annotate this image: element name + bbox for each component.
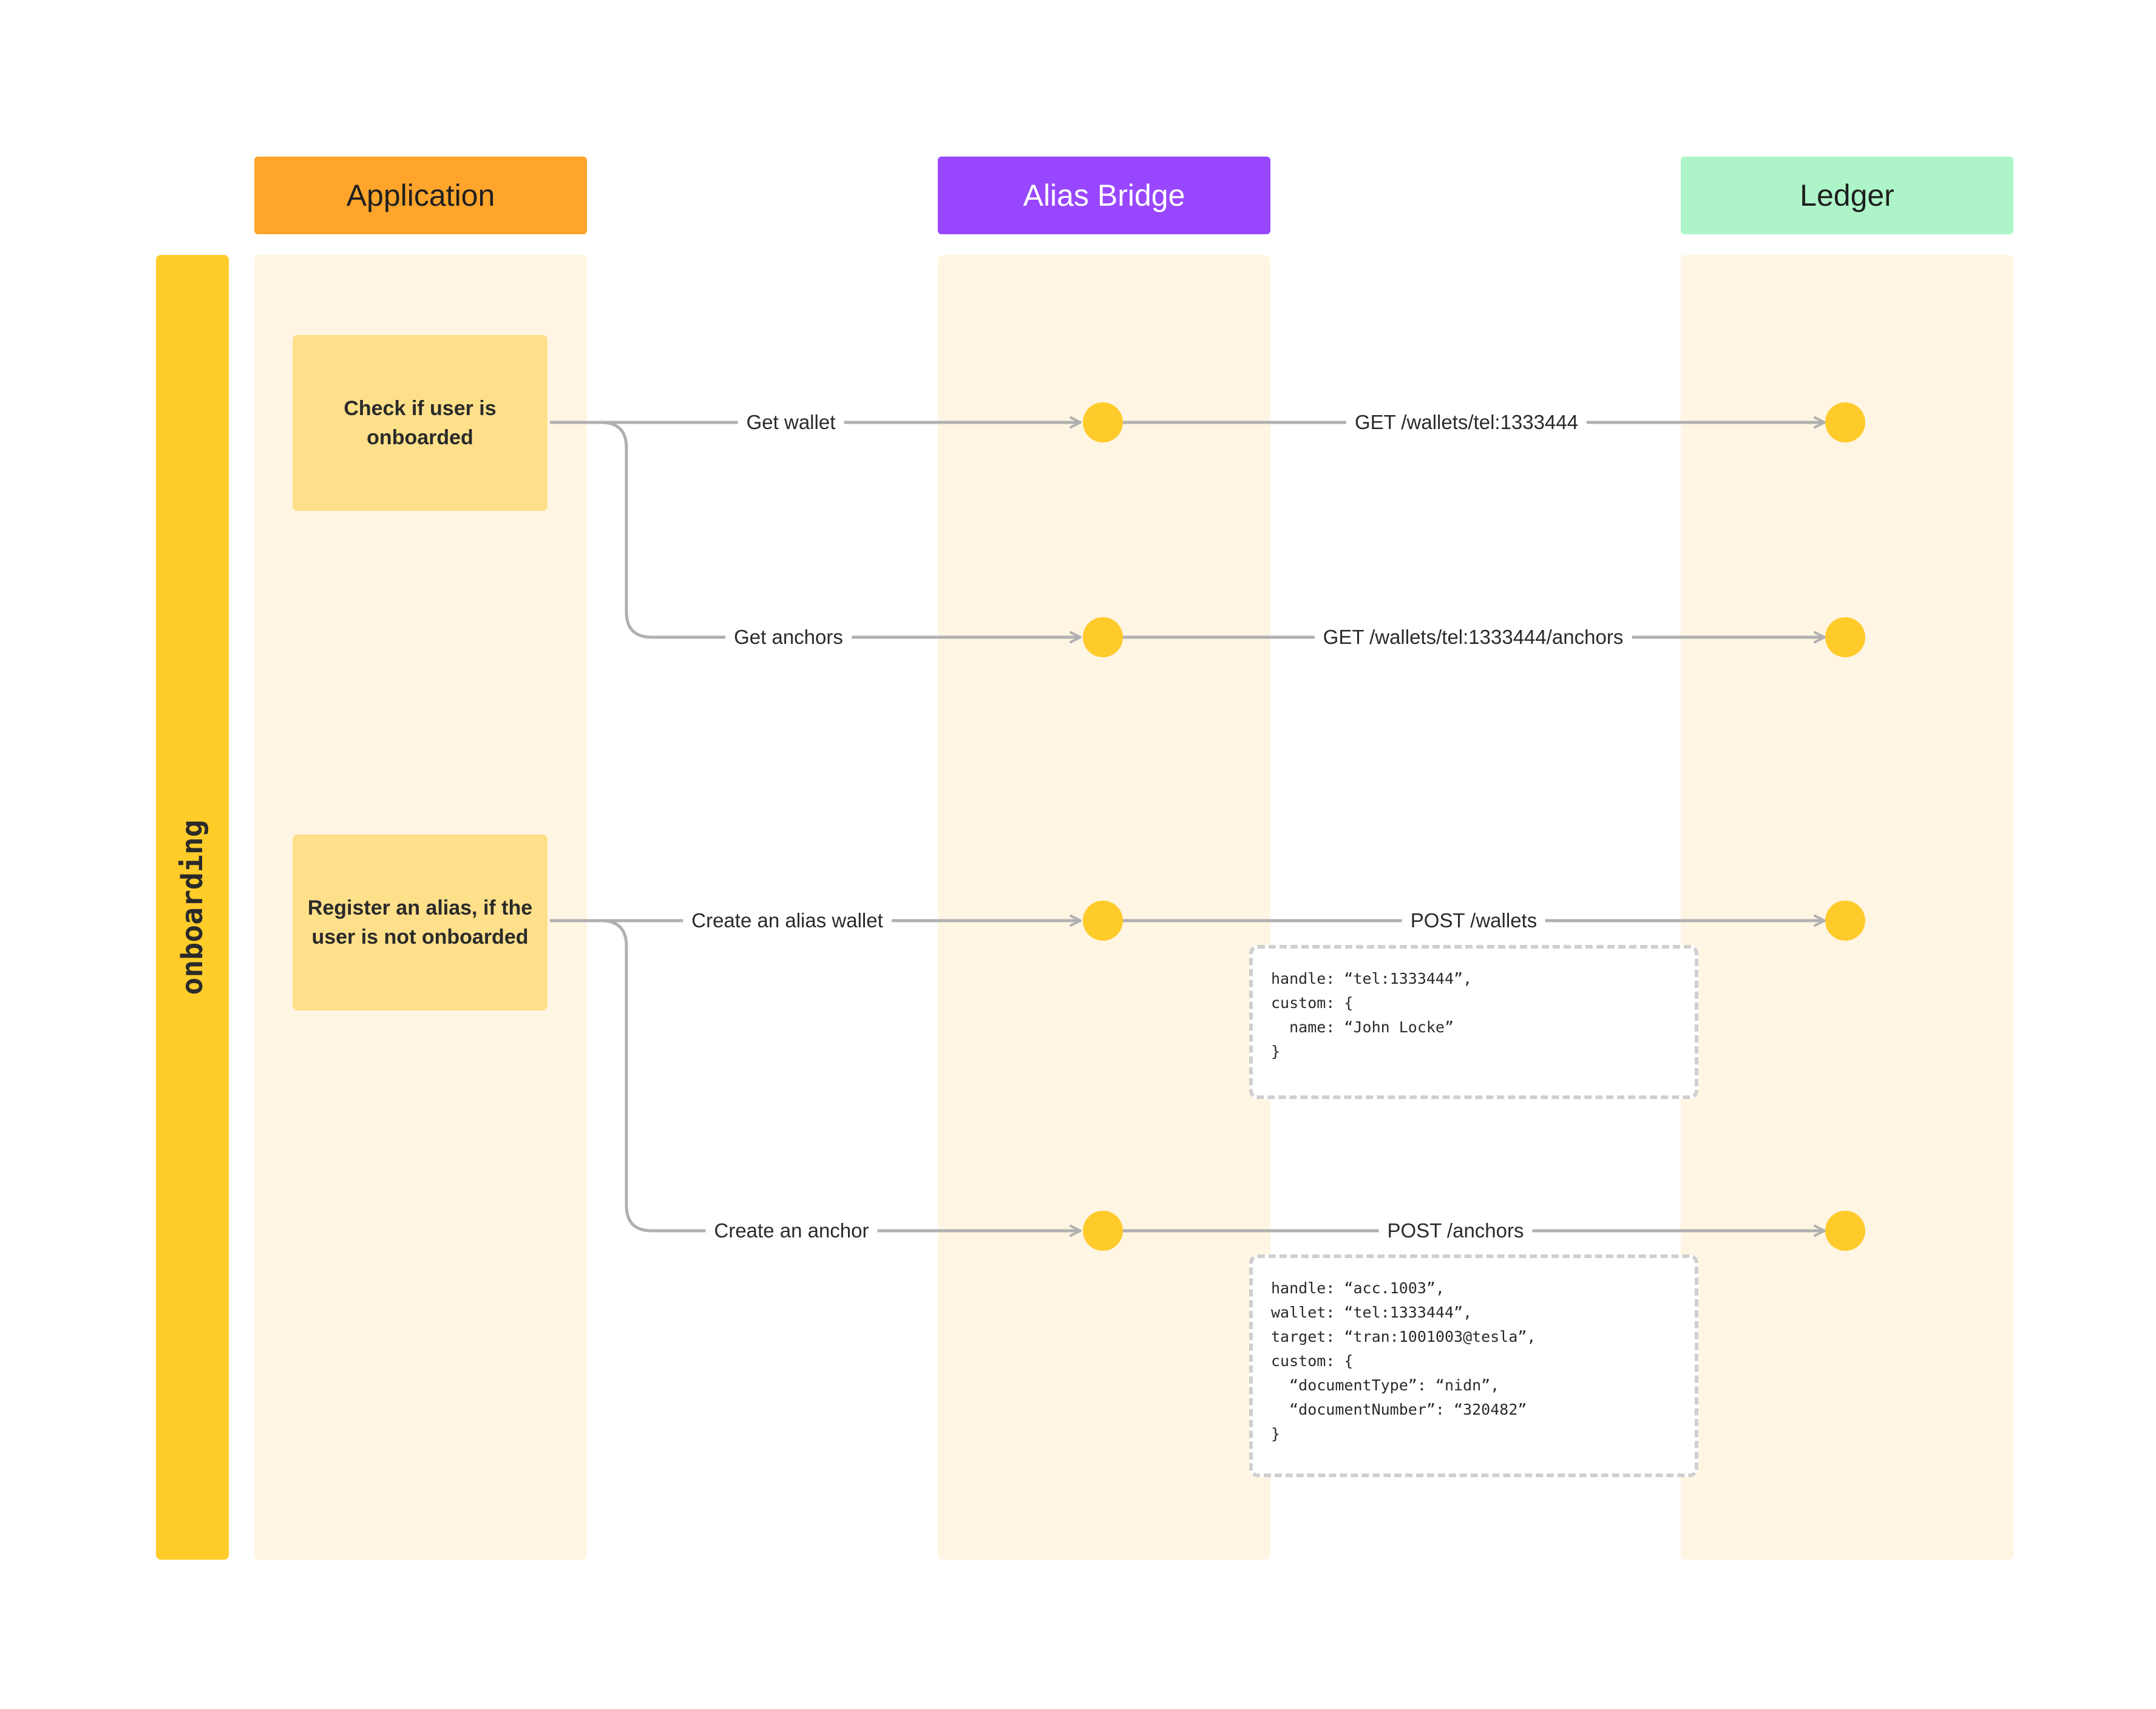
lane-title-alias-bridge: Alias Bridge <box>1023 178 1185 212</box>
label-get-anchors: Get anchors <box>725 626 852 649</box>
node-ledger-create-anchor <box>1825 1211 1865 1251</box>
node-ledger-create-wallet <box>1825 901 1865 941</box>
label-get-anchors-request: GET /wallets/tel:1333444/anchors <box>1314 626 1632 649</box>
code-box-create-anchor-body: handle: “acc.1003”, wallet: “tel:1333444… <box>1249 1254 1698 1477</box>
lane-header-alias-bridge: Alias Bridge <box>938 157 1270 234</box>
code-box-create-wallet-body: handle: “tel:1333444”, custom: { name: “… <box>1249 945 1698 1099</box>
lane-header-ledger: Ledger <box>1681 157 2013 234</box>
step-check-onboarded: Check if user is onboarded <box>293 335 547 511</box>
node-alias-bridge-create-anchor <box>1083 1211 1123 1251</box>
node-ledger-get-wallet <box>1825 402 1865 442</box>
node-alias-bridge-create-wallet <box>1083 901 1123 941</box>
lane-title-application: Application <box>346 178 495 212</box>
connector-get-anchors <box>550 421 1082 643</box>
phase-bar <box>156 255 229 1560</box>
connector-create-anchor <box>550 919 1082 1237</box>
lane-title-ledger: Ledger <box>1800 178 1894 212</box>
label-create-wallet-request: POST /wallets <box>1402 909 1546 932</box>
lane-header-application: Application <box>254 157 587 234</box>
label-create-anchor-request: POST /anchors <box>1378 1219 1533 1242</box>
node-alias-bridge-get-anchors <box>1083 617 1123 657</box>
label-create-wallet: Create an alias wallet <box>683 909 892 932</box>
node-alias-bridge-get-wallet <box>1083 402 1123 442</box>
step-register-alias: Register an alias, if the user is not on… <box>293 834 547 1010</box>
label-get-wallet: Get wallet <box>737 411 844 434</box>
label-create-anchor: Create an anchor <box>705 1219 878 1242</box>
node-ledger-get-anchors <box>1825 617 1865 657</box>
label-get-wallet-request: GET /wallets/tel:1333444 <box>1346 411 1587 434</box>
